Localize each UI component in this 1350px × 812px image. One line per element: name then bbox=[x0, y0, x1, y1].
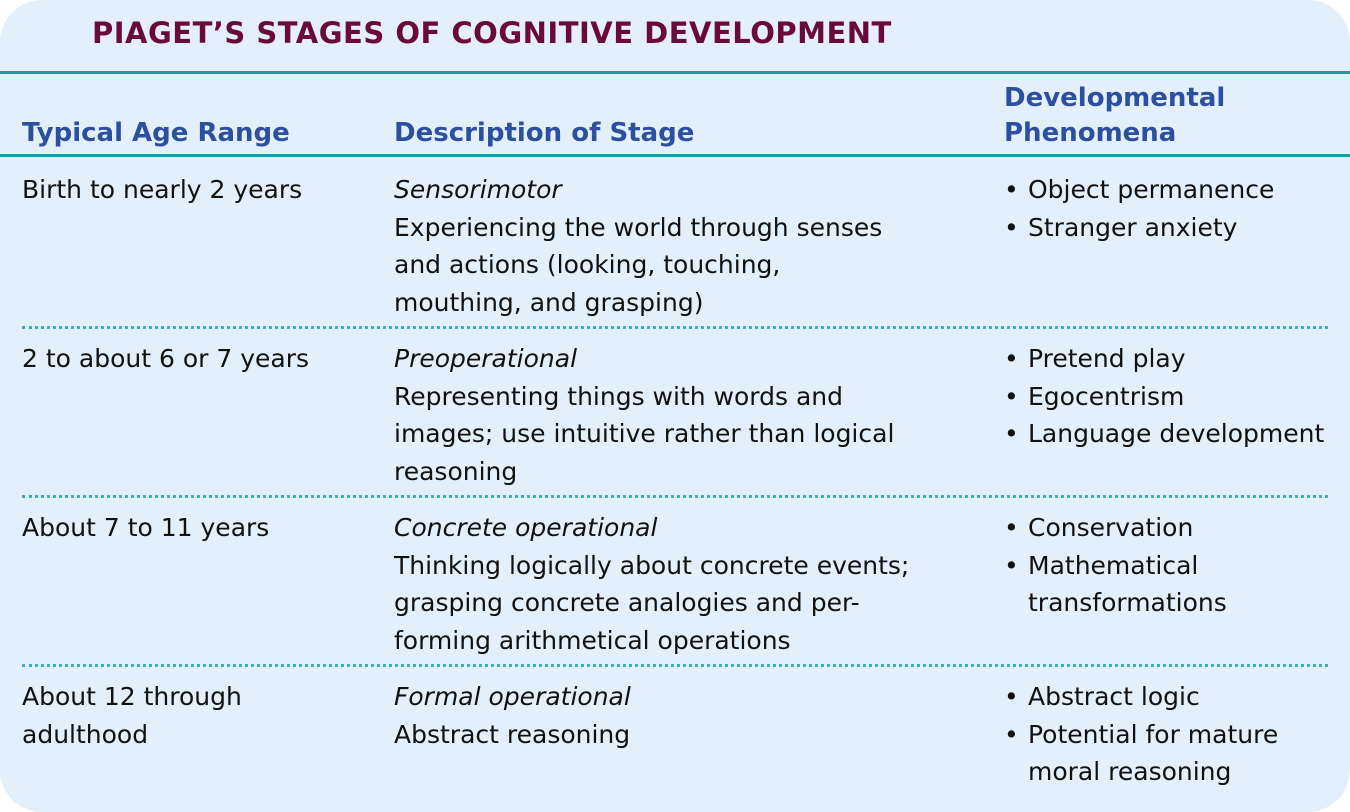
stage-description: Abstract reasoning bbox=[394, 719, 631, 749]
description-cell: Formal operational Abstract reasoning bbox=[394, 678, 954, 753]
phenomenon-item: •Mathematical transformations bbox=[1004, 550, 1227, 618]
description-cell: Sensorimotor Experiencing the world thro… bbox=[394, 171, 954, 321]
stage-name: Sensorimotor bbox=[394, 175, 562, 204]
phenomena-cell: •Pretend play •Egocentrism •Language dev… bbox=[1004, 340, 1344, 453]
phenomenon-item: •Language development bbox=[1004, 419, 1325, 448]
row-divider bbox=[22, 495, 1328, 498]
phenomenon-item: •Egocentrism bbox=[1004, 381, 1185, 411]
phenomenon-item: •Pretend play bbox=[1004, 344, 1186, 373]
title-rule bbox=[0, 71, 1350, 74]
row-divider bbox=[22, 664, 1328, 667]
age-cell: About 7 to 11 years bbox=[22, 513, 270, 542]
header-age: Typical Age Range bbox=[22, 118, 290, 148]
header-phenomena-line2: Phenomena bbox=[1004, 118, 1177, 148]
age-cell: 2 to about 6 or 7 years bbox=[22, 344, 309, 373]
phenomena-cell: •Conservation •Mathematical transformati… bbox=[1004, 509, 1344, 622]
stage-name: Concrete operational bbox=[394, 513, 658, 542]
header-rule bbox=[0, 154, 1350, 157]
phenomenon-item: •Conservation bbox=[1004, 513, 1194, 542]
phenomena-cell: •Object permanence •Stranger anxiety bbox=[1004, 171, 1344, 246]
header-description: Description of Stage bbox=[394, 118, 695, 148]
age-cell: About 12 through adulthood bbox=[22, 682, 242, 749]
stage-description: Experiencing the world through senses an… bbox=[394, 212, 883, 317]
stage-name: Formal operational bbox=[394, 682, 631, 711]
age-cell: Birth to nearly 2 years bbox=[22, 175, 303, 204]
phenomenon-item: •Potential for mature moral reasoning bbox=[1004, 719, 1279, 787]
stage-description: Thinking logically about concrete events… bbox=[394, 550, 910, 655]
description-cell: Preoperational Representing things with … bbox=[394, 340, 954, 490]
header-phenomena: Developmental Phenomena bbox=[1004, 81, 1225, 151]
table-title: PIAGET’S STAGES OF COGNITIVE DEVELOPMENT bbox=[92, 16, 892, 50]
phenomenon-item: •Object permanence bbox=[1004, 175, 1275, 204]
stage-name: Preoperational bbox=[394, 344, 578, 373]
phenomenon-item: •Abstract logic bbox=[1004, 682, 1200, 711]
header-phenomena-line1: Developmental bbox=[1004, 83, 1226, 113]
description-cell: Concrete operational Thinking logically … bbox=[394, 509, 954, 659]
phenomenon-item: •Stranger anxiety bbox=[1004, 212, 1238, 242]
row-divider bbox=[22, 326, 1328, 329]
stage-description: Representing things with words and image… bbox=[394, 381, 895, 486]
phenomena-cell: •Abstract logic •Potential for mature mo… bbox=[1004, 678, 1344, 791]
